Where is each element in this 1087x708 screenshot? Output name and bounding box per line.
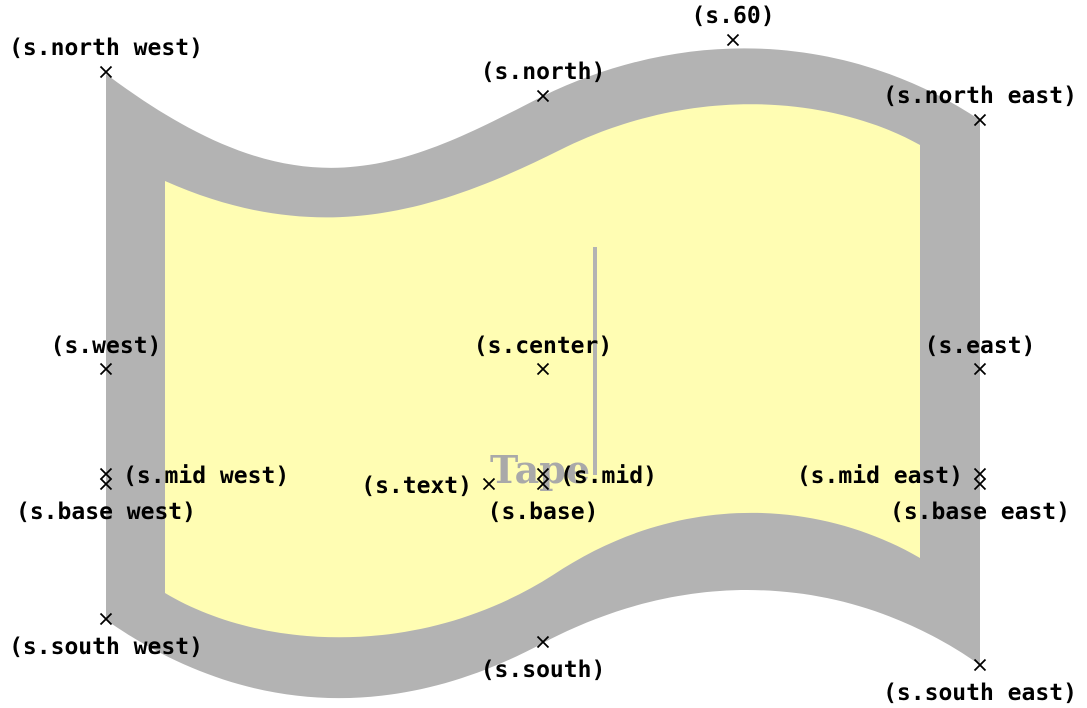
cross-mark-icon <box>536 89 550 103</box>
cross-mark-icon <box>536 635 550 649</box>
anchor-label-center: (s.center) <box>474 333 612 359</box>
anchor-north-west: (s.north west) <box>9 35 203 79</box>
anchor-south-west: (s.south west) <box>9 612 203 660</box>
cross-mark-icon <box>536 477 550 491</box>
anchor-label-south: (s.south) <box>481 657 606 683</box>
cross-mark-icon <box>99 362 113 376</box>
anchor-center: (s.center) <box>474 333 612 376</box>
anchor-north-east: (s.north east) <box>883 83 1077 127</box>
cross-mark-icon <box>536 362 550 376</box>
anchor-north: (s.north) <box>481 59 606 103</box>
anchor-base: (s.base) <box>488 477 599 525</box>
anchor-mid-east: (s.mid east) <box>797 463 987 489</box>
cross-mark-icon <box>99 65 113 79</box>
anchor-label-east: (s.east) <box>925 333 1036 359</box>
cross-mark-icon <box>973 467 987 481</box>
cross-mark-icon <box>726 33 740 47</box>
anchor-label-mid: (s.mid) <box>560 463 657 489</box>
anchor-west: (s.west) <box>51 333 162 376</box>
anchor-label-south-west: (s.south west) <box>9 634 203 660</box>
cross-mark-icon <box>973 362 987 376</box>
anchor-label-mid-west: (s.mid west) <box>123 463 289 489</box>
anchor-label-base: (s.base) <box>488 499 599 525</box>
anchor-label-west: (s.west) <box>51 333 162 359</box>
anchor-south: (s.south) <box>481 635 606 683</box>
anchor-label-base-west: (s.base west) <box>16 499 196 525</box>
anchor-mid: (s.mid) <box>536 463 657 489</box>
anchor-label-south-east: (s.south east) <box>883 680 1077 706</box>
cross-mark-icon <box>99 612 113 626</box>
anchor-label-text: (s.text) <box>361 473 472 499</box>
cross-mark-icon <box>482 477 496 491</box>
cross-mark-icon <box>973 113 987 127</box>
cross-mark-icon <box>973 477 987 491</box>
anchor-label-north-east: (s.north east) <box>883 83 1077 109</box>
cross-mark-icon <box>99 467 113 481</box>
cross-mark-icon <box>536 467 550 481</box>
anchor-south-east: (s.south east) <box>883 658 1077 706</box>
anchor-label-mid-east: (s.mid east) <box>797 463 963 489</box>
cross-mark-icon <box>99 477 113 491</box>
anchor-base-west: (s.base west) <box>16 477 196 525</box>
anchor-label-north: (s.north) <box>481 59 606 85</box>
cross-mark-icon <box>973 658 987 672</box>
anchor-label-base-east: (s.base east) <box>890 499 1070 525</box>
anchor-markers: (s.north west) (s.north) (s.60) (s.north ea… <box>9 3 1077 706</box>
tape-text: Tape <box>490 447 590 492</box>
anchor-east: (s.east) <box>925 333 1036 376</box>
anchor-base-east: (s.base east) <box>890 477 1070 525</box>
anchor-label-angle-60: (s.60) <box>691 3 774 29</box>
anchor-label-north-west: (s.north west) <box>9 35 203 61</box>
anchor-text: (s.text) <box>361 473 496 499</box>
anchor-angle-60: (s.60) <box>691 3 775 47</box>
anchor-mid-west: (s.mid west) <box>99 463 289 489</box>
